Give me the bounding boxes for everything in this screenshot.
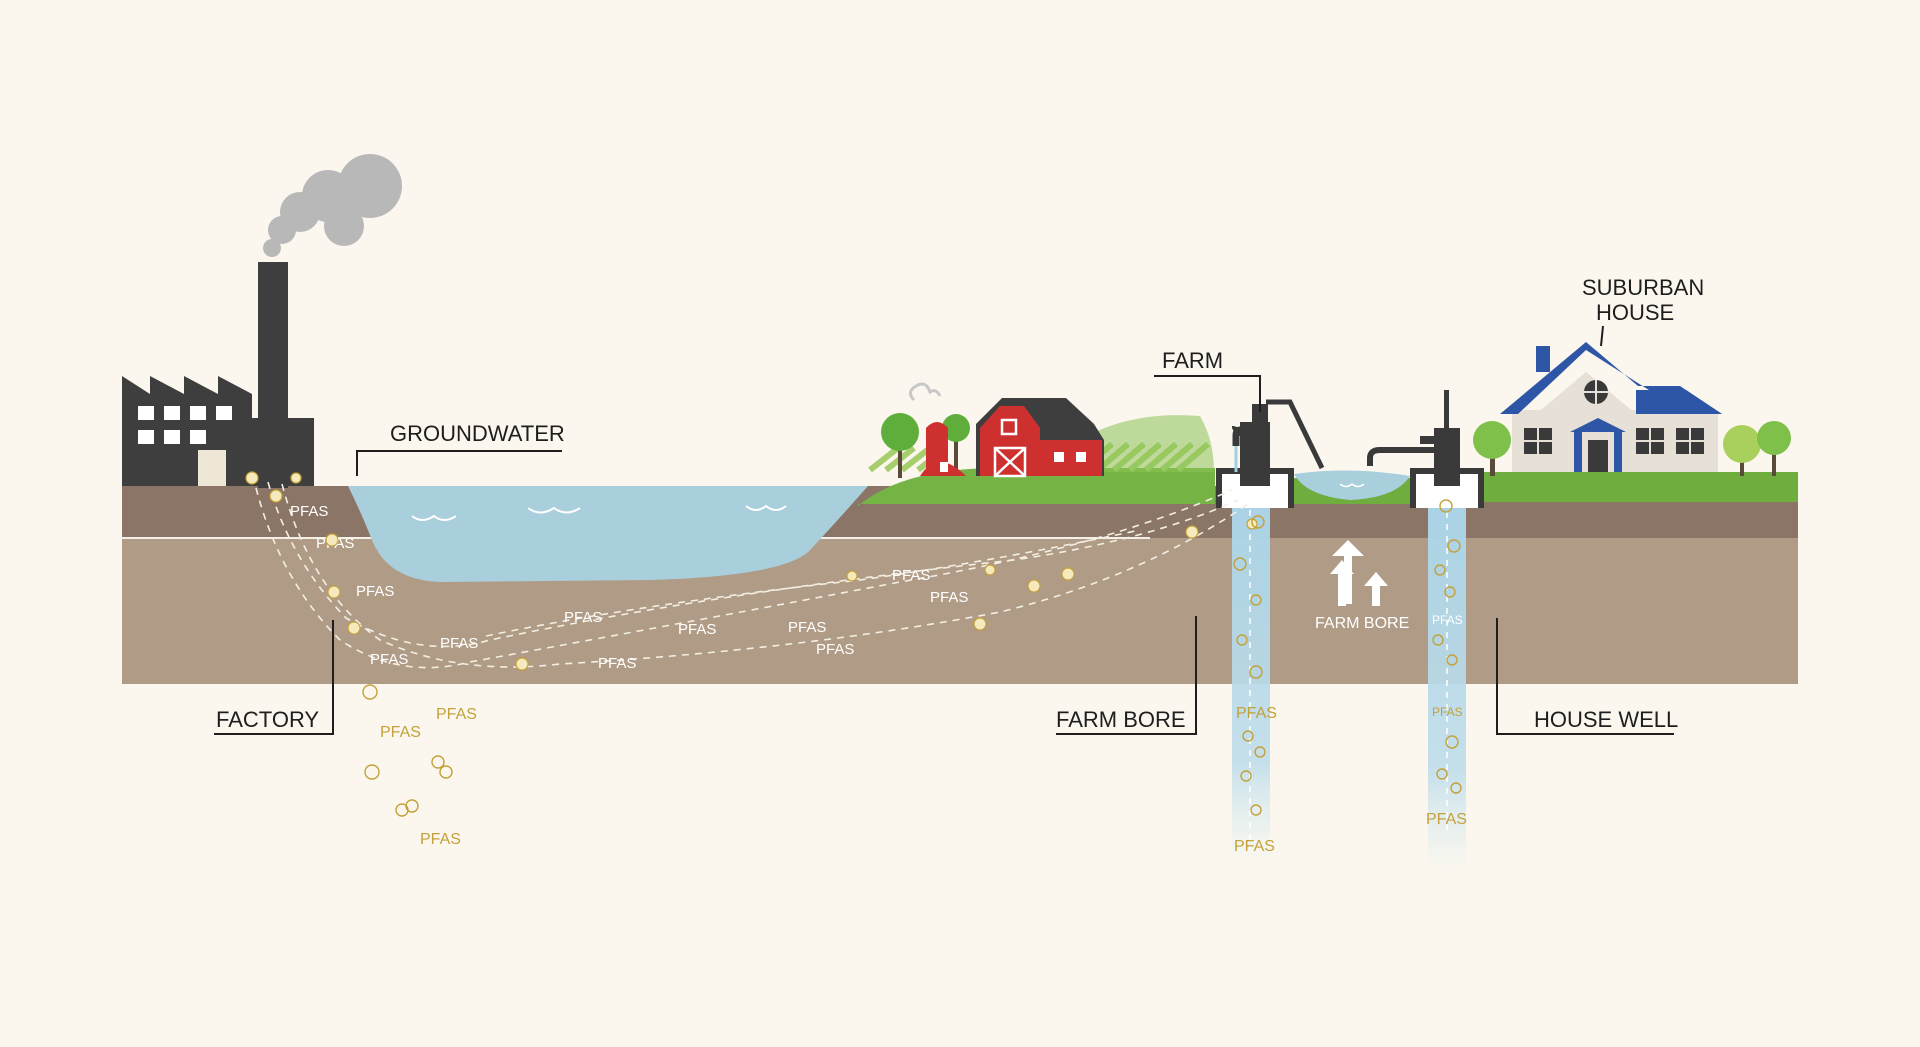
farm-label: FARM	[1162, 348, 1223, 373]
callout-farm-bore: FARM BORE	[1056, 616, 1197, 735]
well-pump-icon	[1367, 390, 1484, 508]
pfas-label: PFAS	[356, 583, 394, 600]
tree-icon	[1723, 425, 1761, 476]
pfas-label: PFAS	[564, 609, 602, 626]
pfas-label: PFAS	[930, 589, 968, 606]
tree-icon	[1473, 421, 1511, 476]
pfas-label: PFAS	[598, 655, 636, 672]
house-well-shaft	[1428, 486, 1466, 866]
groundwater-label: GROUNDWATER	[390, 421, 565, 446]
pfas-particles-deep	[362, 684, 453, 817]
pfas-label: PFAS	[678, 621, 716, 638]
pfas-label: PFAS	[1426, 811, 1467, 828]
callout-farm: FARM	[1154, 348, 1261, 412]
factory-icon	[122, 262, 314, 488]
pfas-flow-paths	[255, 481, 1249, 669]
callout-suburban-house: SUBURBAN HOUSE	[1582, 275, 1704, 347]
pfas-label: PFAS	[1236, 705, 1277, 722]
pfas-label: PFAS	[290, 503, 328, 520]
farm-bore-shaft	[1232, 486, 1270, 856]
pfas-label: PFAS	[440, 635, 478, 652]
factory-label: FACTORY	[216, 707, 319, 732]
tree-icon	[881, 413, 919, 478]
pfas-particles-farm-bore	[1233, 515, 1266, 816]
pfas-labels-deep: PFAS PFAS PFAS	[380, 706, 477, 848]
pfas-label: PFAS	[380, 724, 421, 741]
wave-marks	[411, 504, 787, 521]
pfas-label: PFAS	[816, 641, 854, 658]
silo-icon	[909, 382, 966, 476]
house-icon	[1500, 342, 1722, 472]
pfas-label: PFAS	[1432, 613, 1463, 627]
smoke-icon	[263, 154, 402, 257]
house-grass	[1480, 472, 1798, 502]
farm-bore-arrow-label: FARM BORE	[1315, 615, 1409, 632]
pfas-label: PFAS	[1234, 838, 1275, 855]
tree-icon	[942, 414, 970, 472]
up-arrow-icon	[1330, 540, 1388, 606]
house-well-label: HOUSE WELL	[1534, 707, 1678, 732]
suburban-house-label-line1: SUBURBAN	[1582, 275, 1704, 300]
pfas-label: PFAS	[788, 619, 826, 636]
callout-factory: FACTORY	[214, 620, 334, 735]
pfas-label: PFAS	[370, 651, 408, 668]
farm-bore-label: FARM BORE	[1056, 707, 1186, 732]
suburban-house-label-line2: HOUSE	[1596, 300, 1674, 325]
pfas-label: PFAS	[436, 706, 477, 723]
tree-icon	[1757, 421, 1791, 476]
barn-icon	[976, 398, 1104, 478]
pond	[1294, 470, 1410, 500]
pfas-particles-soil	[245, 471, 1258, 671]
pfas-label: PFAS	[420, 831, 461, 848]
groundwater-lake	[348, 486, 868, 582]
pfas-particles-house-well	[1432, 499, 1462, 794]
hand-pump-icon	[1216, 399, 1325, 508]
pond-wave	[1339, 483, 1365, 488]
pfas-label: PFAS	[892, 567, 930, 584]
pfas-label: PFAS	[1432, 705, 1463, 719]
callout-groundwater: GROUNDWATER	[356, 421, 565, 476]
farm-grass	[858, 468, 1215, 506]
callout-house-well: HOUSE WELL	[1496, 618, 1678, 735]
